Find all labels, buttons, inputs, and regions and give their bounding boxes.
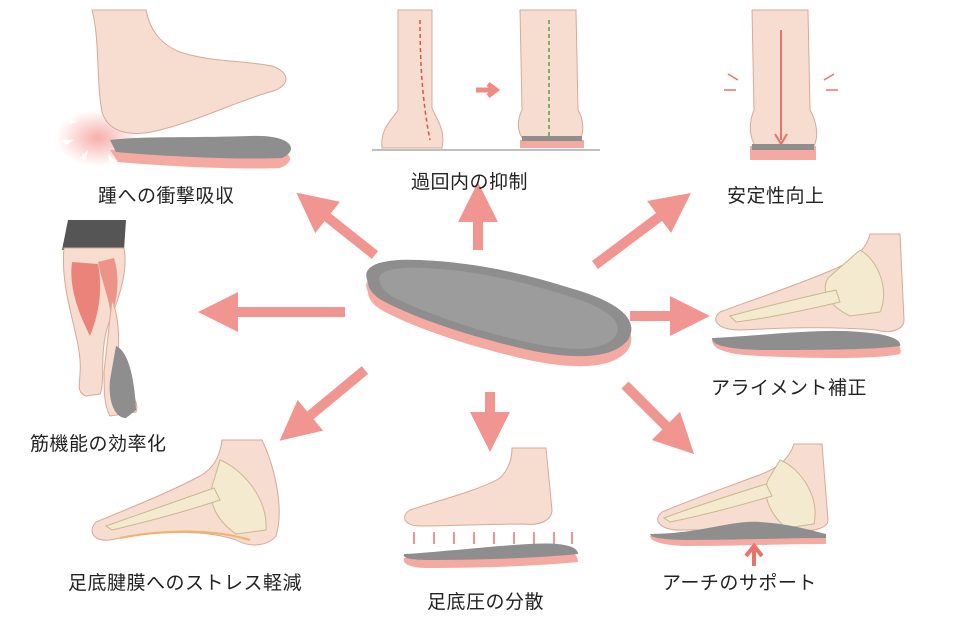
label-plantar-fascia: 足底腱膜へのストレス軽減: [68, 572, 303, 594]
illustration-overpronation: [372, 9, 600, 151]
illustration-stability: [724, 9, 838, 160]
illustration-arch: [650, 443, 829, 566]
illustration-muscle: [62, 220, 138, 418]
label-pressure: 足底圧の分散: [427, 591, 545, 613]
arrows: [198, 182, 710, 455]
label-overpronation: 過回内の抑制: [411, 171, 529, 193]
label-heel-shock: 踵への衝撃吸収: [98, 185, 235, 207]
illustration-pressure: [403, 447, 578, 568]
label-stability: 安定性向上: [727, 185, 825, 207]
arrow-plantar: [279, 366, 369, 441]
label-muscle: 筋機能の効率化: [30, 433, 167, 455]
arrow-heel-shock: [296, 192, 379, 259]
label-alignment: アライメント補正: [711, 377, 868, 399]
illustration-heel-shock: [56, 9, 292, 169]
label-arch: アーチのサポート: [662, 572, 817, 594]
arrow-stability: [592, 193, 691, 269]
center-insole: [366, 259, 632, 367]
illustration-alignment: [712, 233, 905, 358]
illustration-plantar-fascia: [91, 439, 280, 546]
arrow-arch: [621, 381, 695, 455]
